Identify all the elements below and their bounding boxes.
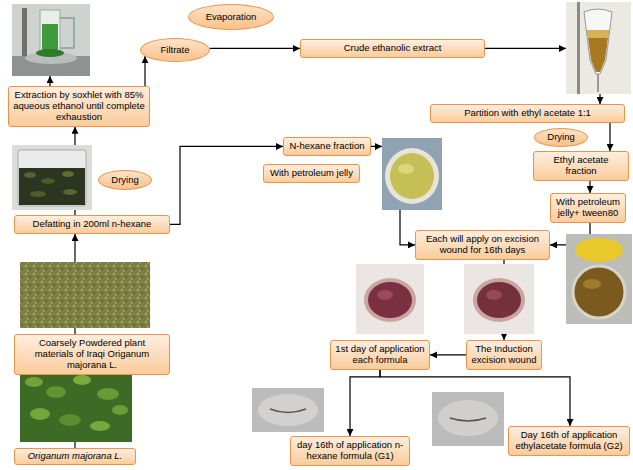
box-text: Partition with ethyl acetate 1:1 — [464, 108, 591, 119]
wound-photo — [464, 264, 534, 334]
process-box: Defatting in 200ml n-hexane — [14, 215, 170, 234]
flow-arrow — [609, 123, 610, 151]
process-box: N-hexane fraction — [283, 137, 371, 156]
box-text: Day 16th of application ethylacetate for… — [513, 430, 625, 452]
process-box: The Induction excision wound — [466, 340, 542, 370]
process-box: Partition with ethyl acetate 1:1 — [430, 104, 625, 123]
box-text: Crude ethanolic extract — [344, 43, 442, 54]
box-text: The Induction excision wound — [471, 344, 537, 366]
flow-arrow — [350, 370, 380, 436]
step-ellipse: Filtrate — [140, 38, 210, 62]
flow-arrow — [430, 354, 466, 355]
box-text: Drying — [547, 132, 574, 143]
box-text: 1st day of application each formula — [335, 344, 425, 366]
jelly-photo — [382, 138, 442, 210]
plant-photo — [20, 370, 132, 442]
process-box: Origanum majorana L. — [14, 448, 136, 465]
box-text: Ethyl acetate fraction — [538, 155, 624, 177]
wound-photo — [356, 264, 424, 334]
process-box: Each will apply on excision wound for 16… — [415, 230, 550, 260]
box-text: With petroleum jelly+ tween80 — [555, 197, 621, 219]
arrow-head — [559, 45, 566, 52]
process-box: Crude ethanolic extract — [300, 39, 485, 58]
box-text: day 16th of application n-hexane formula… — [295, 440, 405, 462]
box-text: Coarsely Powdered plant materials of Ira… — [19, 338, 165, 371]
box-text: Defatting in 200ml n-hexane — [33, 219, 152, 230]
arrow-head — [375, 143, 382, 150]
box-text: With petroleum jelly — [270, 168, 353, 179]
process-box: day 16th of application n-hexane formula… — [290, 436, 410, 466]
soxhlet-photo — [12, 4, 90, 76]
flow-arrow — [144, 56, 145, 86]
funnel-photo — [566, 2, 631, 94]
step-ellipse: Drying — [534, 128, 588, 147]
beaker-photo — [12, 145, 92, 210]
process-box: Coarsely Powdered plant materials of Ira… — [14, 334, 170, 375]
box-text: N-hexane fraction — [290, 141, 365, 152]
healed-photo — [432, 392, 504, 446]
box-text: Filtrate — [160, 45, 189, 56]
process-box: With petroleum jelly — [263, 164, 360, 183]
box-text: Evaporation — [206, 12, 257, 23]
process-box: Ethyl acetate fraction — [533, 151, 629, 181]
process-box: Day 16th of application ethylacetate for… — [508, 426, 630, 456]
jar-photo — [566, 234, 632, 324]
step-ellipse: Evaporation — [188, 4, 274, 30]
process-box: 1st day of application each formula — [330, 340, 430, 370]
photo-arrow — [49, 76, 50, 86]
healed-photo — [252, 388, 324, 432]
flow-arrow — [210, 48, 300, 49]
flow-arrow — [170, 146, 283, 224]
box-text: Extraction by soxhlet with 85% aqueous e… — [13, 90, 145, 123]
box-text: Drying — [111, 175, 138, 186]
step-ellipse: Drying — [98, 170, 152, 190]
process-box: Extraction by soxhlet with 85% aqueous e… — [8, 86, 150, 127]
powder-photo — [20, 262, 150, 328]
flow-arrow — [589, 181, 590, 193]
box-text: Origanum majorana L. — [28, 451, 123, 462]
process-box: With petroleum jelly+ tween80 — [550, 193, 626, 223]
box-text: Each will apply on excision wound for 16… — [420, 234, 545, 256]
